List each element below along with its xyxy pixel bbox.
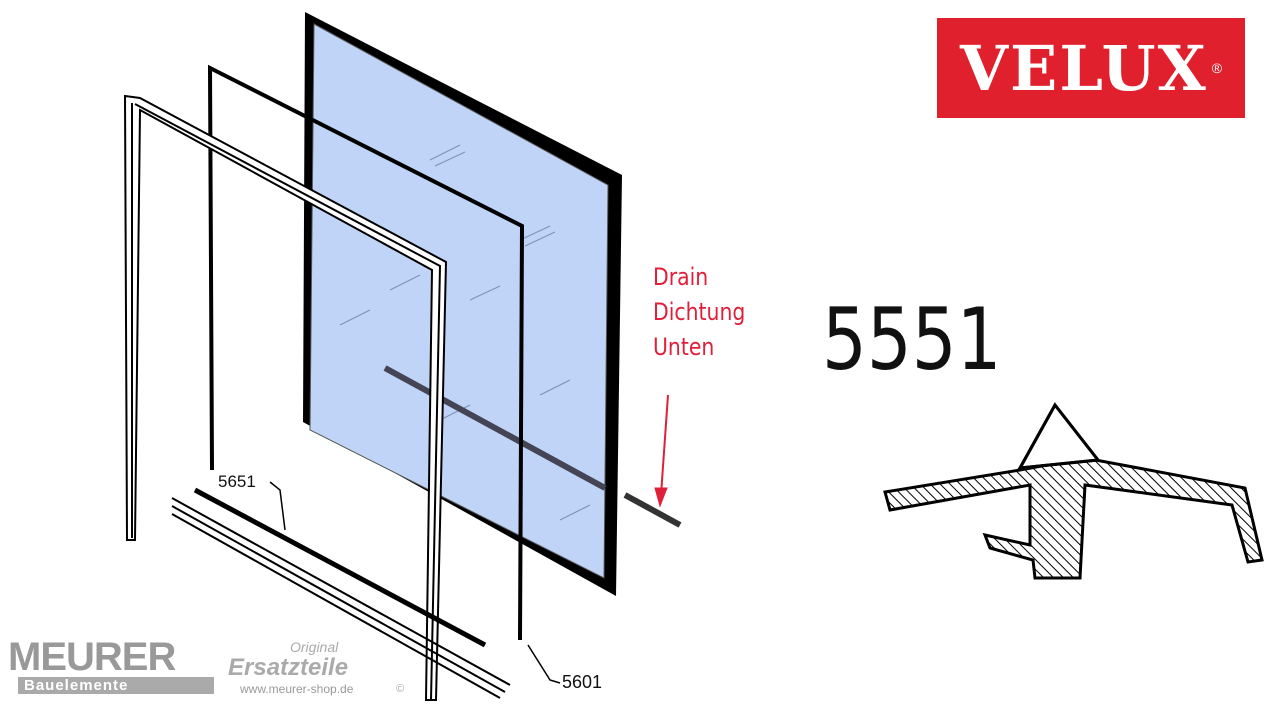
drain-seal-strip [383, 365, 607, 491]
leader-5651 [269, 481, 286, 531]
watermark-original: Original [290, 639, 339, 655]
part-number: 5551 [822, 290, 1002, 390]
registered-mark: ® [1211, 60, 1223, 76]
watermark-company: MEURER [8, 635, 176, 679]
callout-line-dichtung: Dichtung [653, 298, 746, 326]
callout-line-unten: Unten [653, 333, 715, 361]
watermark-parts: Ersatzteile [228, 654, 349, 681]
part-label-5651: 5651 [218, 472, 256, 491]
gasket-5651 [207, 64, 525, 641]
front-frame [123, 94, 448, 701]
velux-logo: VELUX® [937, 18, 1245, 118]
glass-pane [303, 12, 682, 596]
watermark-copyright: © [396, 683, 405, 695]
drain-seal-detail [623, 492, 682, 528]
bottom-rail [171, 487, 511, 699]
callout-arrow [654, 394, 669, 508]
watermark-subtitle: Bauelemente [18, 677, 214, 694]
watermark-url: www.meurer-shop.de [240, 682, 354, 696]
seal-profile-5551 [883, 402, 1264, 580]
callout-text: Drain Dichtung Unten [653, 260, 745, 365]
leader-5601 [527, 644, 561, 684]
part-label-5601: 5601 [562, 672, 603, 692]
velux-logo-text: VELUX [959, 31, 1208, 105]
callout-line-drain: Drain [653, 263, 709, 291]
